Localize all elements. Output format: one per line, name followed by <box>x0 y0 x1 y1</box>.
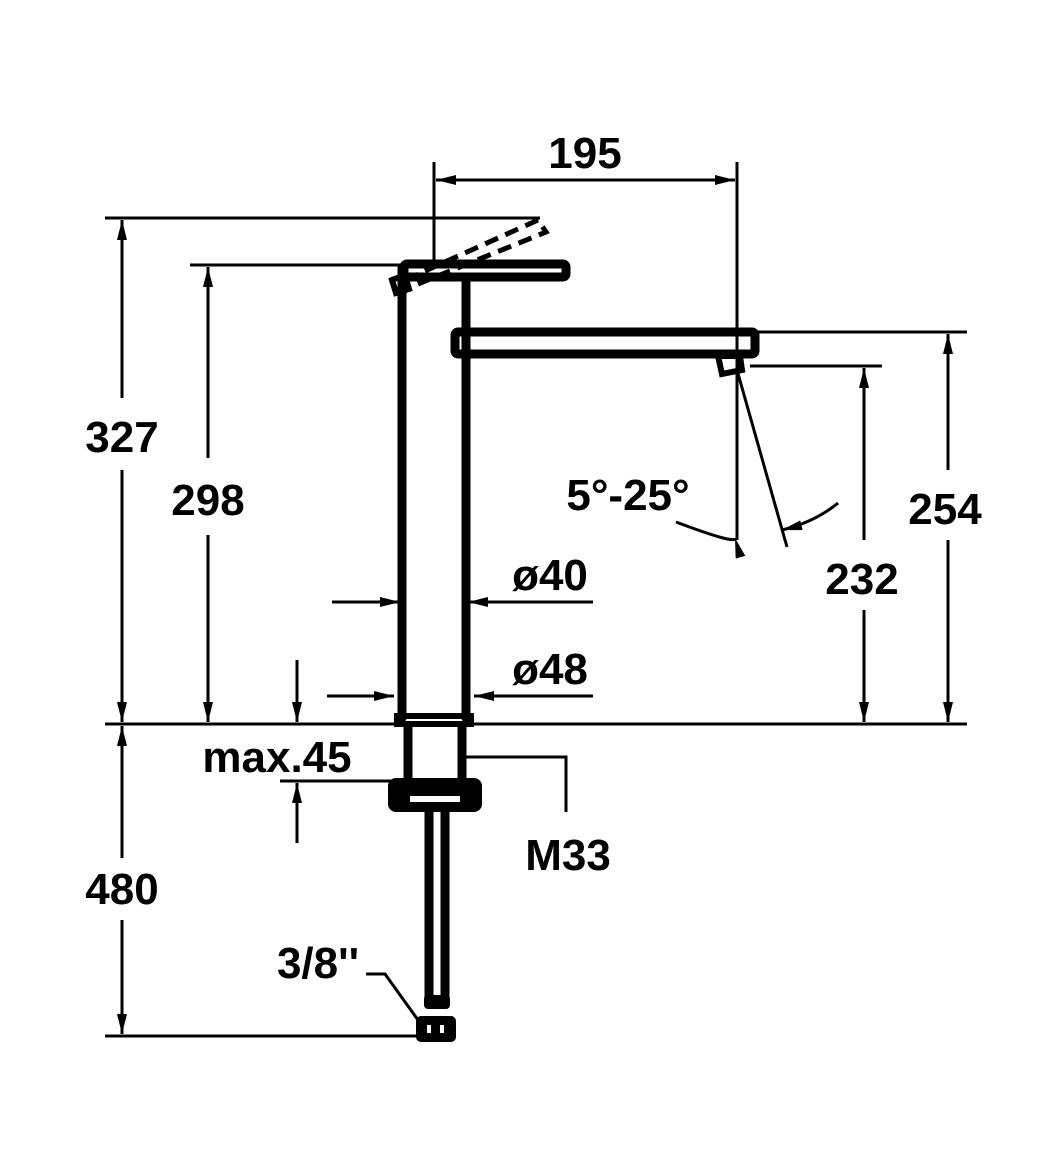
dim-base-diameter: ø48 <box>512 645 588 694</box>
dim-hose-length: 480 <box>85 865 158 914</box>
dim-max-thickness: max.45 <box>202 733 351 782</box>
dim-total-height: 327 <box>85 413 158 462</box>
faucet-body <box>388 216 760 1042</box>
mounting-nut <box>388 778 482 812</box>
lever <box>399 259 571 282</box>
dim-spout-reach: 195 <box>548 129 621 178</box>
dim-thread: M33 <box>525 831 611 880</box>
lever-raised-dashed <box>403 216 550 287</box>
dim-spout-height: 254 <box>908 485 982 534</box>
dim-inner-diameter: ø40 <box>512 551 588 600</box>
spout <box>450 327 760 359</box>
dim-connection: 3/8'' <box>277 939 359 988</box>
hose-connector <box>416 1016 456 1042</box>
dim-body-height: 298 <box>171 476 244 525</box>
dim-angle: 5°-25° <box>566 471 689 520</box>
dim-outlet-height: 232 <box>825 555 898 604</box>
